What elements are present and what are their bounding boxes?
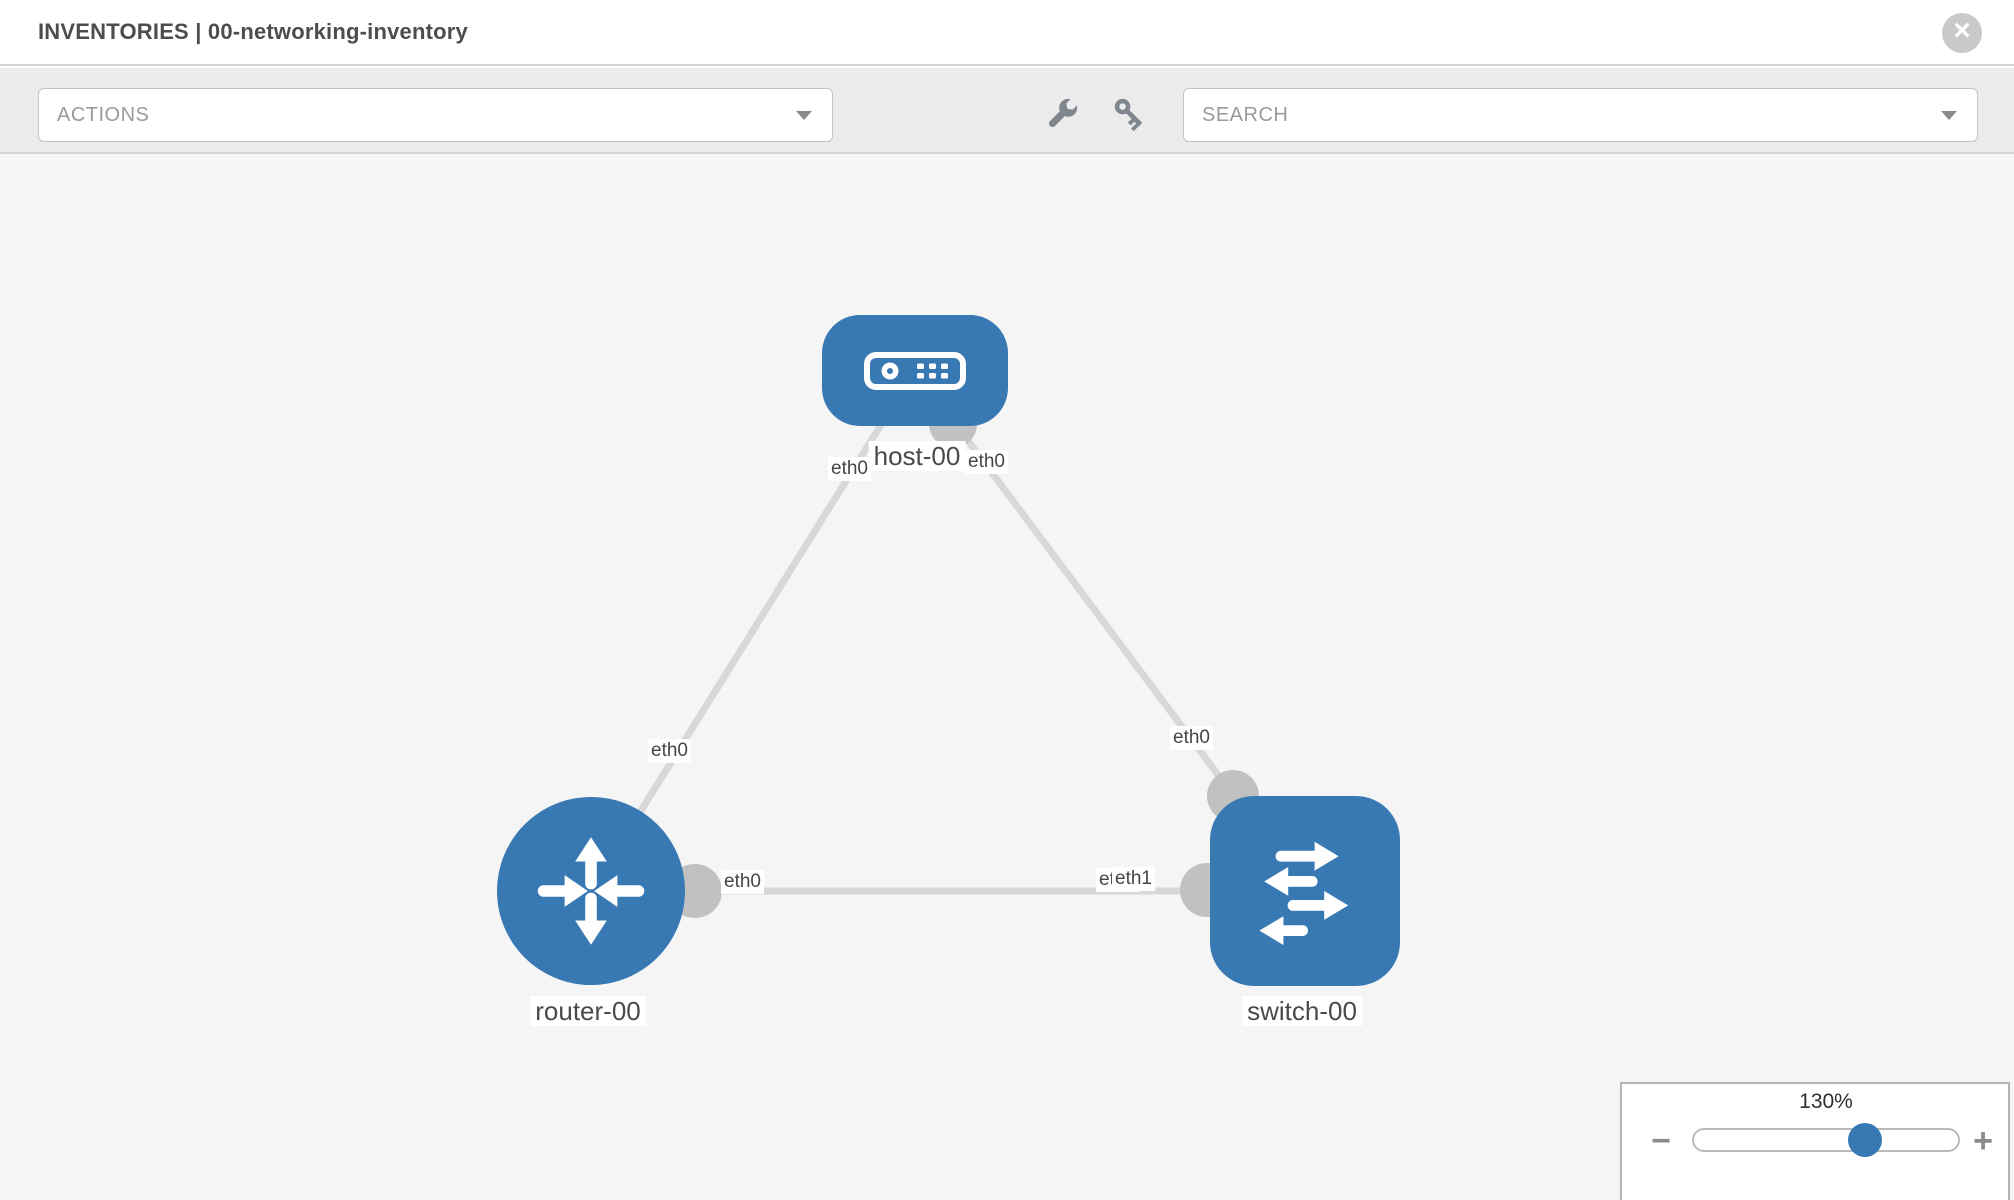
search-dropdown[interactable]: SEARCH (1183, 88, 1978, 142)
node-label-host-00: host-00 (868, 441, 966, 471)
node-host-00[interactable] (822, 315, 1008, 426)
node-switch-00[interactable] (1210, 796, 1400, 986)
interface-label-switch-to-router: eth1 (1112, 867, 1155, 891)
wrench-icon (1048, 98, 1078, 128)
interface-label-host-to-router: eth0 (828, 457, 871, 481)
interface-label-switch-to-host: eth0 (1170, 726, 1213, 750)
node-router-00[interactable] (497, 797, 685, 985)
link-host-router[interactable] (588, 368, 918, 893)
interface-label-router-to-switch: eth0 (721, 870, 764, 894)
topology-canvas[interactable]: host-00 router-00 switch-00 eth0 eth0 et… (0, 154, 2014, 1200)
zoom-panel: 130% − + (1620, 1082, 2010, 1200)
zoom-level-label: 130% (1799, 1090, 1853, 1113)
header: INVENTORIES | 00-networking-inventory × (0, 0, 2014, 66)
topology-edges (588, 367, 1308, 918)
key-icon (1114, 98, 1143, 132)
page-title: INVENTORIES | 00-networking-inventory (38, 19, 468, 44)
key-button[interactable] (1110, 94, 1150, 134)
chevron-down-icon (1941, 111, 1957, 120)
search-placeholder: SEARCH (1202, 104, 1289, 126)
interface-label-router-to-host: eth0 (648, 739, 691, 763)
minus-icon: − (1651, 1122, 1671, 1160)
zoom-slider-thumb[interactable] (1848, 1123, 1882, 1157)
zoom-slider-track[interactable] (1692, 1128, 1960, 1152)
actions-dropdown-label: ACTIONS (57, 104, 150, 126)
node-label-switch-00: switch-00 (1242, 996, 1362, 1026)
toolbar: ACTIONS SEARCH (0, 68, 2014, 154)
tools-button[interactable] (1042, 94, 1082, 134)
zoom-out-button[interactable]: − (1644, 1121, 1678, 1161)
chevron-down-icon (796, 111, 812, 120)
router-icon (537, 837, 645, 945)
server-icon (864, 351, 966, 390)
plus-icon: + (1973, 1122, 1993, 1160)
actions-dropdown[interactable]: ACTIONS (38, 88, 833, 142)
interface-label-host-to-switch: eth0 (965, 450, 1008, 474)
close-icon: × (1953, 14, 1971, 47)
switch-icon (1259, 841, 1349, 945)
close-button[interactable]: × (1942, 13, 1982, 53)
node-label-router-00: router-00 (530, 996, 646, 1026)
zoom-in-button[interactable]: + (1966, 1121, 2000, 1161)
